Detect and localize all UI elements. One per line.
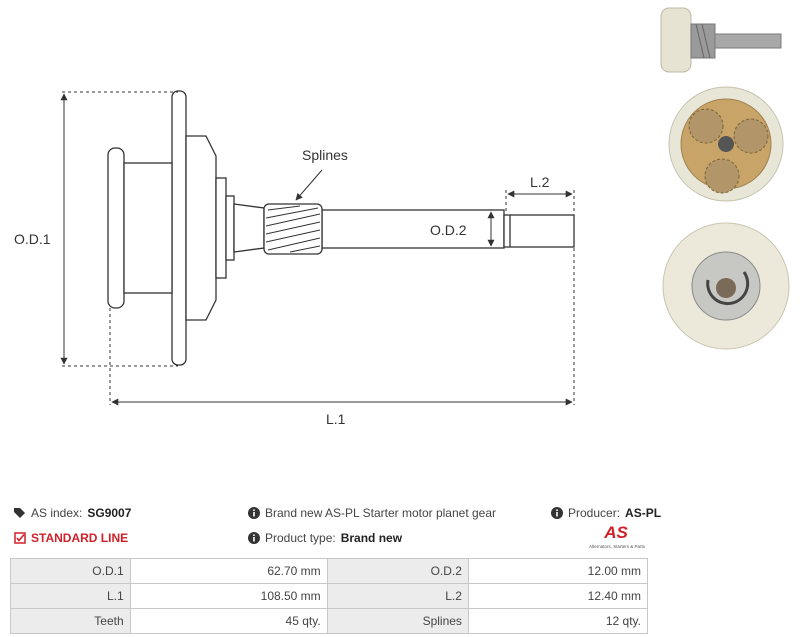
product-photo-side (660, 7, 782, 73)
spec-value: 12.00 mm (467, 558, 649, 584)
housing-step (215, 177, 227, 279)
label-l1: L.1 (326, 411, 346, 427)
hub-body (123, 162, 173, 294)
product-photo-back (662, 222, 790, 350)
as-index-value: SG9007 (87, 506, 132, 520)
spec-label: L.2 (326, 583, 469, 609)
spec-value: 12.40 mm (467, 583, 649, 609)
spec-label: L.1 (10, 583, 131, 609)
product-photo-gears (668, 86, 784, 202)
as-index: AS index: SG9007 (14, 506, 131, 520)
table-row: Teeth 45 qty. Splines 12 qty. (10, 608, 649, 634)
spec-value: 108.50 mm (129, 583, 328, 609)
housing (185, 135, 217, 321)
spec-label: Splines (326, 608, 469, 634)
hub-ring (107, 147, 125, 309)
label-od2: O.D.2 (430, 222, 467, 238)
svg-text:Alternators, Starters & Parts: Alternators, Starters & Parts (589, 544, 646, 549)
as-pl-logo: AS Alternators, Starters & Parts (589, 523, 646, 549)
product-type-row: Product type: Brand new (248, 531, 402, 545)
product-type-value: Brand new (340, 531, 403, 545)
description-row: Brand new AS-PL Starter motor planet gea… (248, 506, 496, 520)
description: Brand new AS-PL Starter motor planet gea… (265, 506, 497, 520)
shaft (321, 209, 505, 249)
spec-label: Teeth (10, 608, 131, 634)
producer-value: AS-PL (625, 506, 662, 520)
splines (263, 203, 323, 255)
spec-value: 45 qty. (129, 608, 328, 634)
table-row: L.1 108.50 mm L.2 12.40 mm (10, 583, 649, 609)
table-row: O.D.1 62.70 mm O.D.2 12.00 mm (10, 558, 649, 584)
product-type-label: Product type: (265, 531, 336, 545)
flange-disc (171, 90, 187, 366)
info-icon (248, 507, 260, 519)
spec-value: 12 qty. (467, 608, 649, 634)
info-icon (248, 532, 260, 544)
producer-row: Producer: AS-PL (551, 506, 661, 520)
as-index-label: AS index: (31, 506, 83, 520)
svg-text:AS: AS (603, 523, 628, 542)
line-label: STANDARD LINE (31, 531, 129, 545)
label-od1: O.D.1 (14, 231, 51, 247)
producer-label: Producer: (568, 506, 621, 520)
spec-label: O.D.1 (10, 558, 131, 584)
shaft-tip (503, 214, 575, 248)
info-icon (551, 507, 563, 519)
spec-value: 62.70 mm (129, 558, 328, 584)
tags-icon (14, 508, 25, 518)
specs-table: O.D.1 62.70 mm O.D.2 12.00 mm L.1 108.50… (10, 558, 649, 634)
spec-label: O.D.2 (326, 558, 469, 584)
label-splines: Splines (302, 147, 348, 163)
checkbox-icon (14, 532, 26, 544)
technical-drawing: O.D.1 O.D.2 L.1 L.2 Splines (14, 90, 575, 427)
standard-line-badge: STANDARD LINE (14, 531, 128, 545)
label-l2: L.2 (530, 174, 550, 190)
